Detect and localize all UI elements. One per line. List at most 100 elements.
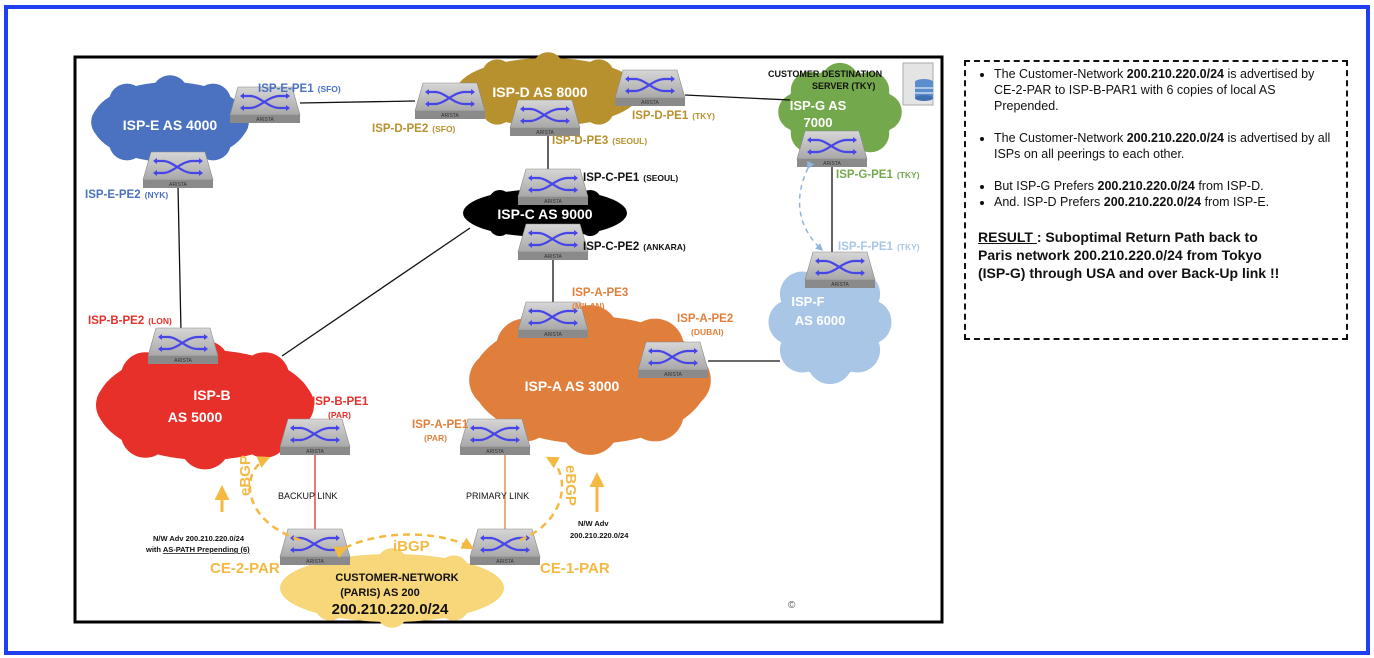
isp-g-label-2: 7000 [804,115,833,130]
router-name: ISP-A-PE1 [412,419,469,431]
isp-e-label: ISP-E AS 4000 [123,117,218,133]
switch-icon[interactable]: ARISTA [279,528,351,565]
switch-brand: ARISTA [823,161,841,167]
switch-icon[interactable]: ARISTA [796,130,868,167]
isp-b-cloud [96,340,314,470]
isp-c-label: ISP-C AS 9000 [497,206,592,222]
isp-b-label-2: AS 5000 [168,409,223,425]
switch-icon[interactable]: ARISTA [142,151,214,188]
router-site: (TKY) [692,111,715,121]
ibgp-arc [333,533,475,559]
link-e-d [299,100,416,104]
switch-icon[interactable]: ARISTA [517,223,589,260]
router-name: ISP-D-PE2 [372,123,428,135]
switch-icon[interactable]: ARISTA [637,341,709,378]
switch-icon[interactable]: ARISTA [614,69,686,106]
customer-label-2: (PARIS) AS 200 [340,587,419,599]
link-b-c [281,227,471,357]
ebgp-left-label: eBGP [237,455,254,496]
switch-brand: ARISTA [831,282,849,288]
switch-icon[interactable]: ARISTA [804,251,876,288]
switch-icon[interactable]: ARISTA [279,418,351,455]
backup-link-label: BACKUP LINK [278,491,337,501]
router-label: ISP-B-PE1 (PAR) [312,396,369,420]
router-site: (ANKARA) [643,242,686,252]
switch-icon[interactable]: ARISTA [414,82,486,119]
link-e-b [177,185,182,333]
adv-right-line2: 200.210.220.0/24 [570,531,629,540]
router-site: (SFO) [318,84,341,94]
result-text: RESULT : Suboptimal Return Path back to … [978,229,1280,281]
router-name: ISP-E-PE2 [85,189,141,201]
switch-icon[interactable]: ARISTA [459,418,531,455]
router-label: CE-1-PAR [540,560,610,577]
adv-right-line1: N/W Adv [578,519,609,528]
adv-left-line1: N/W Adv 200.210.220.0/24 [153,534,245,543]
switch-brand: ARISTA [641,100,659,106]
page-frame [4,5,1370,655]
router-label: ISP-C-PE1(SEOUL) [583,172,678,184]
isp-b-label-1: ISP-B [193,387,230,403]
switch-brand: ARISTA [306,449,324,455]
isp-e-cloud [91,75,249,169]
router-site: (TKY) [897,170,920,180]
router-label: ISP-C-PE2 (ANKARA) [583,241,686,253]
router-name: ISP-B-PE2 [88,315,144,327]
router-name: ISP-F-PE1 [838,241,894,253]
ebgp-right-label: eBGP [562,465,579,506]
adv-left-line2: with AS-PATH Prepending (6) [145,545,250,554]
router-site: (PAR) [424,433,447,443]
switch-brand: ARISTA [174,358,192,364]
router-site: (DUBAI) [691,327,724,337]
router-label: ISP-E-PE2 (NYK) [85,189,168,201]
router-name: ISP-A-PE3 [572,287,628,299]
isp-g-label-1: ISP-G AS [790,98,847,113]
switch-brand: ARISTA [544,199,562,205]
switch-icon[interactable]: ARISTA [517,301,589,338]
switch-icon[interactable]: ARISTA [147,327,219,364]
router-site: (NYK) [145,190,169,200]
switch-icon[interactable]: ARISTA [509,99,581,136]
isp-d-label: ISP-D AS 8000 [492,84,587,100]
router-label: CE-2-PAR [210,560,280,577]
customer-label-1: CUSTOMER-NETWORK [335,572,458,584]
isp-a-label: ISP-A AS 3000 [525,378,620,394]
router-site: (SEOUL) [612,136,647,146]
router-label: ISP-F-PE1(TKY) [838,241,920,253]
switch-brand: ARISTA [544,332,562,338]
router-site: (LON) [148,316,172,326]
router-name: ISP-B-PE1 [312,396,369,408]
switch-brand: ARISTA [544,254,562,260]
switch-icon[interactable]: ARISTA [469,528,541,565]
router-name: ISP-D-PE1 [632,110,689,122]
customer-label-3: 200.210.220.0/24 [332,601,449,618]
links [177,94,833,532]
server-icon [902,62,934,106]
note-2: The Customer-Network 200.210.220.0/24 is… [994,130,1336,162]
isp-f-label-1: ISP-F [791,294,824,309]
router-label: ISP-D-PE1(TKY) [632,110,715,122]
ibgp-label: iBGP [393,538,430,555]
note-4: And. ISP-D Prefers 200.210.220.0/24 from… [994,194,1336,210]
router-site: (TKY) [897,242,920,252]
router-name: ISP-A-PE2 [677,313,733,325]
switch-icon[interactable]: ARISTA [229,86,301,123]
isp-f-cloud [768,259,892,385]
router-site: (PAR) [328,410,351,420]
switch-brand: ARISTA [664,372,682,378]
switch-icon[interactable]: ARISTA [517,168,589,205]
router-name: ISP-C-PE2 [583,241,639,253]
router-label: ISP-G-PE1 (TKY) [836,169,920,181]
router-name: ISP-D-PE3 [552,135,608,147]
router-name: CE-1-PAR [540,560,610,577]
router-label: ISP-D-PE3 (SEOUL) [552,135,647,147]
router-site: (SEOUL) [643,173,678,183]
link-d-g [684,94,791,101]
router-name: ISP-C-PE1 [583,172,640,184]
router-name: ISP-G-PE1 [836,169,893,181]
note-3: But ISP-G Prefers 200.210.220.0/24 from … [994,178,1336,194]
switch-brand: ARISTA [496,559,514,565]
server-label-2: SERVER (TKY) [812,81,875,91]
switch-brand: ARISTA [441,113,459,119]
